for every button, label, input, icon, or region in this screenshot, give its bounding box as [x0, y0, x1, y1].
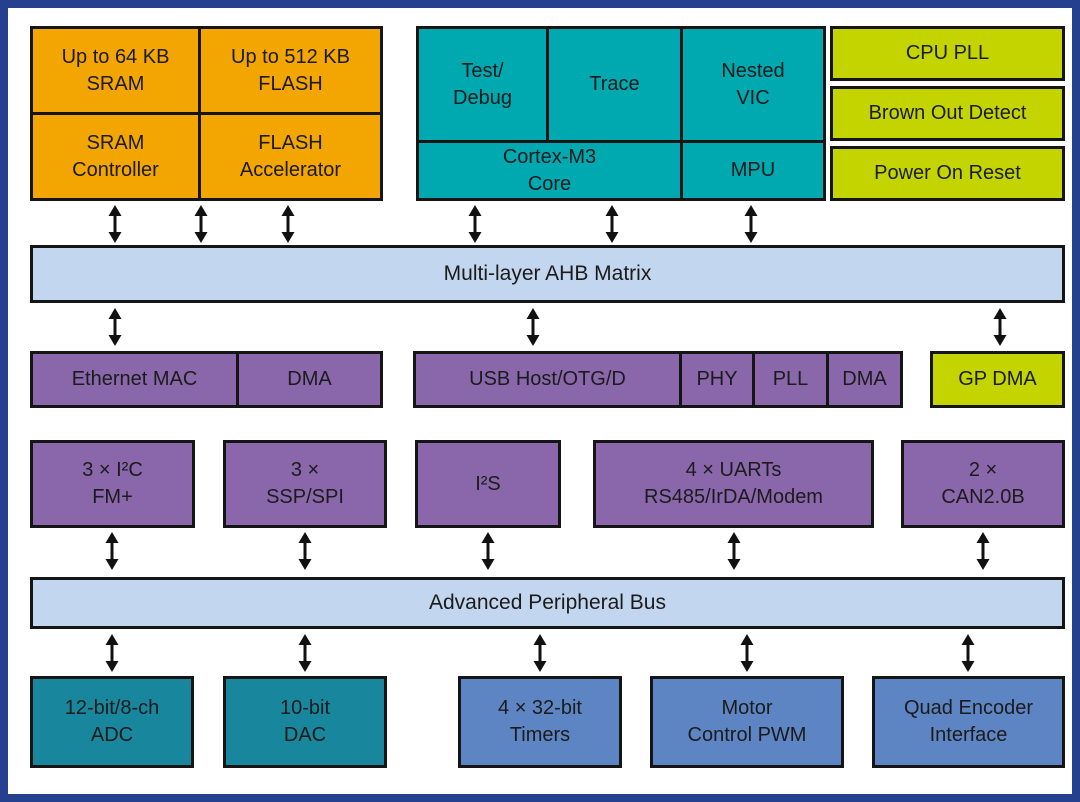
block-trace: Trace	[546, 26, 683, 143]
block-usb-host: USB Host/OTG/D	[413, 351, 682, 408]
block-usb-pll: PLL	[752, 351, 829, 408]
bidirectional-arrow	[107, 205, 123, 243]
bidirectional-arrow	[992, 308, 1008, 346]
bidirectional-arrow	[280, 205, 296, 243]
block-usb-phy: PHY	[679, 351, 755, 408]
bidirectional-arrow	[107, 308, 123, 346]
block-motor-control-pwm: Motor Control PWM	[650, 676, 844, 768]
block-ethernet-mac: Ethernet MAC	[30, 351, 239, 408]
bidirectional-arrow	[467, 205, 483, 243]
block-gp-dma: GP DMA	[930, 351, 1065, 408]
block-sram-size: Up to 64 KB SRAM	[30, 26, 201, 115]
bidirectional-arrow	[975, 532, 991, 570]
bidirectional-arrow	[297, 634, 313, 672]
block-usb-dma: DMA	[826, 351, 903, 408]
bidirectional-arrow	[480, 532, 496, 570]
block-ethernet-dma: DMA	[236, 351, 383, 408]
bidirectional-arrow	[604, 205, 620, 243]
bidirectional-arrow	[739, 634, 755, 672]
block-cpu-pll: CPU PLL	[830, 26, 1065, 81]
block-sram-controller: SRAM Controller	[30, 112, 201, 201]
bidirectional-arrow	[104, 532, 120, 570]
bidirectional-arrow	[297, 532, 313, 570]
block-adc: 12-bit/8-ch ADC	[30, 676, 194, 768]
block-dac: 10-bit DAC	[223, 676, 387, 768]
block-i2c: 3 × I²C FM+	[30, 440, 195, 528]
bidirectional-arrow	[525, 308, 541, 346]
block-nested-vic: Nested VIC	[680, 26, 826, 143]
block-brown-out-detect: Brown Out Detect	[830, 86, 1065, 141]
block-timers: 4 × 32-bit Timers	[458, 676, 622, 768]
block-mpu: MPU	[680, 140, 826, 201]
block-test-debug: Test/ Debug	[416, 26, 549, 143]
block-flash-size: Up to 512 KB FLASH	[198, 26, 383, 115]
bidirectional-arrow	[104, 634, 120, 672]
bus-apb: Advanced Peripheral Bus	[30, 577, 1065, 629]
block-power-on-reset: Power On Reset	[830, 146, 1065, 201]
block-ssp-spi: 3 × SSP/SPI	[223, 440, 387, 528]
block-quad-encoder: Quad Encoder Interface	[872, 676, 1065, 768]
bidirectional-arrow	[726, 532, 742, 570]
bidirectional-arrow	[193, 205, 209, 243]
block-uarts: 4 × UARTs RS485/IrDA/Modem	[593, 440, 874, 528]
bidirectional-arrow	[743, 205, 759, 243]
block-cortex-m3-core: Cortex-M3 Core	[416, 140, 683, 201]
bidirectional-arrow	[960, 634, 976, 672]
bus-ahb-matrix: Multi-layer AHB Matrix	[30, 245, 1065, 303]
block-i2s: I²S	[415, 440, 561, 528]
block-can: 2 × CAN2.0B	[901, 440, 1065, 528]
block-flash-accelerator: FLASH Accelerator	[198, 112, 383, 201]
bidirectional-arrow	[532, 634, 548, 672]
